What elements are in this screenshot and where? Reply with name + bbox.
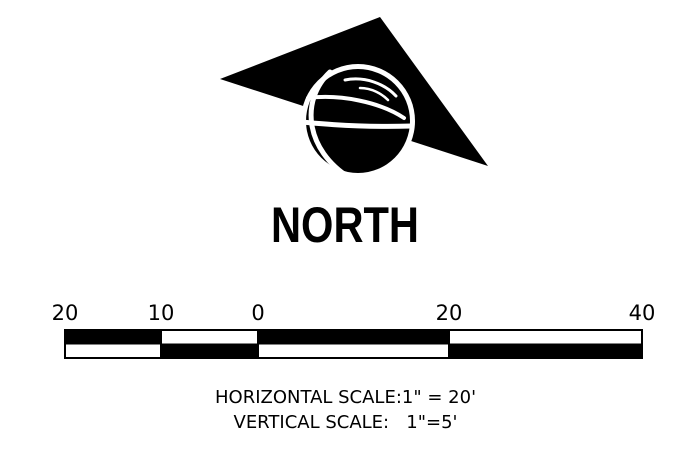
- north-arrow-globe-icon: [220, 17, 488, 181]
- north-label: NORTH: [271, 197, 419, 253]
- scale-tick-label: 20: [52, 301, 79, 325]
- globe-latitude-upper-line: [306, 94, 406, 120]
- globe-highlight-arc: [343, 77, 398, 98]
- scale-tick-label: 0: [251, 301, 264, 325]
- globe-highlight-arc-small: [358, 86, 390, 102]
- horizontal-scale-text: HORIZONTAL SCALE:1" = 20': [214, 387, 477, 408]
- scale-bar-tick-labels: 20 10 0 20 40: [52, 301, 656, 325]
- scale-tick-label: 20: [436, 301, 463, 325]
- scale-bar: [64, 329, 643, 359]
- scale-bar-segment: [449, 344, 642, 358]
- vertical-scale-text: VERTICAL SCALE: 1"=5': [233, 412, 458, 433]
- scale-tick-label: 40: [629, 301, 656, 325]
- scale-bar-segment: [161, 344, 258, 358]
- scale-bar-segment: [65, 330, 161, 344]
- globe-latitude-lower-line: [259, 115, 415, 129]
- scale-tick-label: 10: [148, 301, 175, 325]
- scale-bar-segment: [258, 330, 449, 344]
